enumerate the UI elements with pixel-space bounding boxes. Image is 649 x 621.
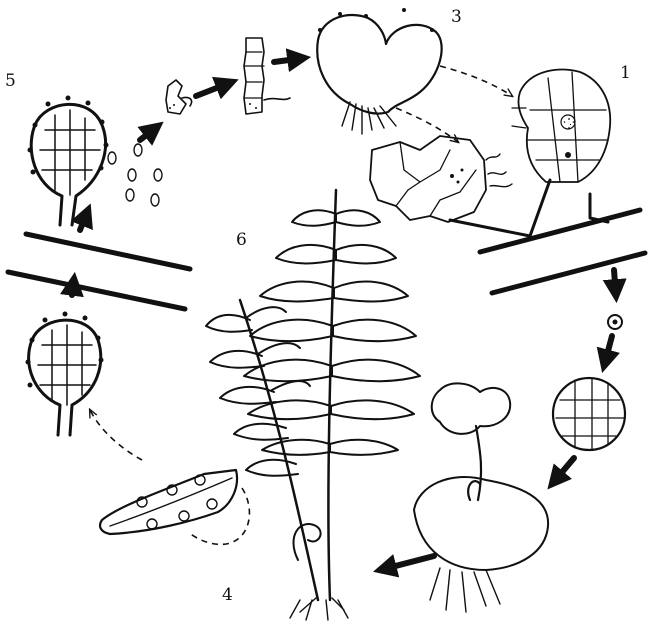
stage-label-6: 6 xyxy=(236,230,247,250)
arrow-to-sporangium xyxy=(80,210,88,230)
stage-label-1: 1 xyxy=(620,63,631,83)
gametangia-pointer-lines xyxy=(450,180,608,236)
zygote-icon xyxy=(608,315,622,329)
embryo-icon xyxy=(553,378,625,450)
archegonium-icon xyxy=(370,136,512,222)
sporangium-lower-icon xyxy=(26,312,104,436)
left-divider-bars xyxy=(8,234,190,309)
stage-label-3: 3 xyxy=(451,7,462,27)
arrow-germination-to-protonema xyxy=(196,82,232,96)
arrow-protonema-to-prothallus xyxy=(274,58,304,62)
protonema-filament-icon xyxy=(244,38,290,114)
stage-label-4: 4 xyxy=(222,585,233,605)
sporangium-upper-icon xyxy=(28,96,109,226)
prothallus-heart-icon xyxy=(317,8,441,134)
arrow-to-zygote xyxy=(614,270,616,296)
stage-label-5: 5 xyxy=(5,71,16,91)
arrow-sporangium-up xyxy=(72,279,74,295)
arrow-sporophyte-to-fern xyxy=(380,556,434,570)
arrow-zygote-to-embryo xyxy=(604,336,612,366)
pinna-with-sori-icon xyxy=(100,470,237,534)
spores-icon xyxy=(108,144,162,206)
right-divider-bars xyxy=(480,210,645,293)
arrow-embryo-to-sporophyte xyxy=(552,458,574,484)
young-sporophyte-icon xyxy=(414,383,548,612)
arrow-spores-to-germination xyxy=(140,126,158,140)
germinating-spore-icon xyxy=(166,80,192,114)
mature-fern-sporophyte-icon xyxy=(206,190,420,620)
dashed-arrow-pinna-to-sporangium xyxy=(90,410,142,460)
dashed-loop-pinna xyxy=(188,488,249,544)
antheridium-icon xyxy=(512,69,610,182)
dashed-arrow-to-antheridium xyxy=(440,66,512,96)
